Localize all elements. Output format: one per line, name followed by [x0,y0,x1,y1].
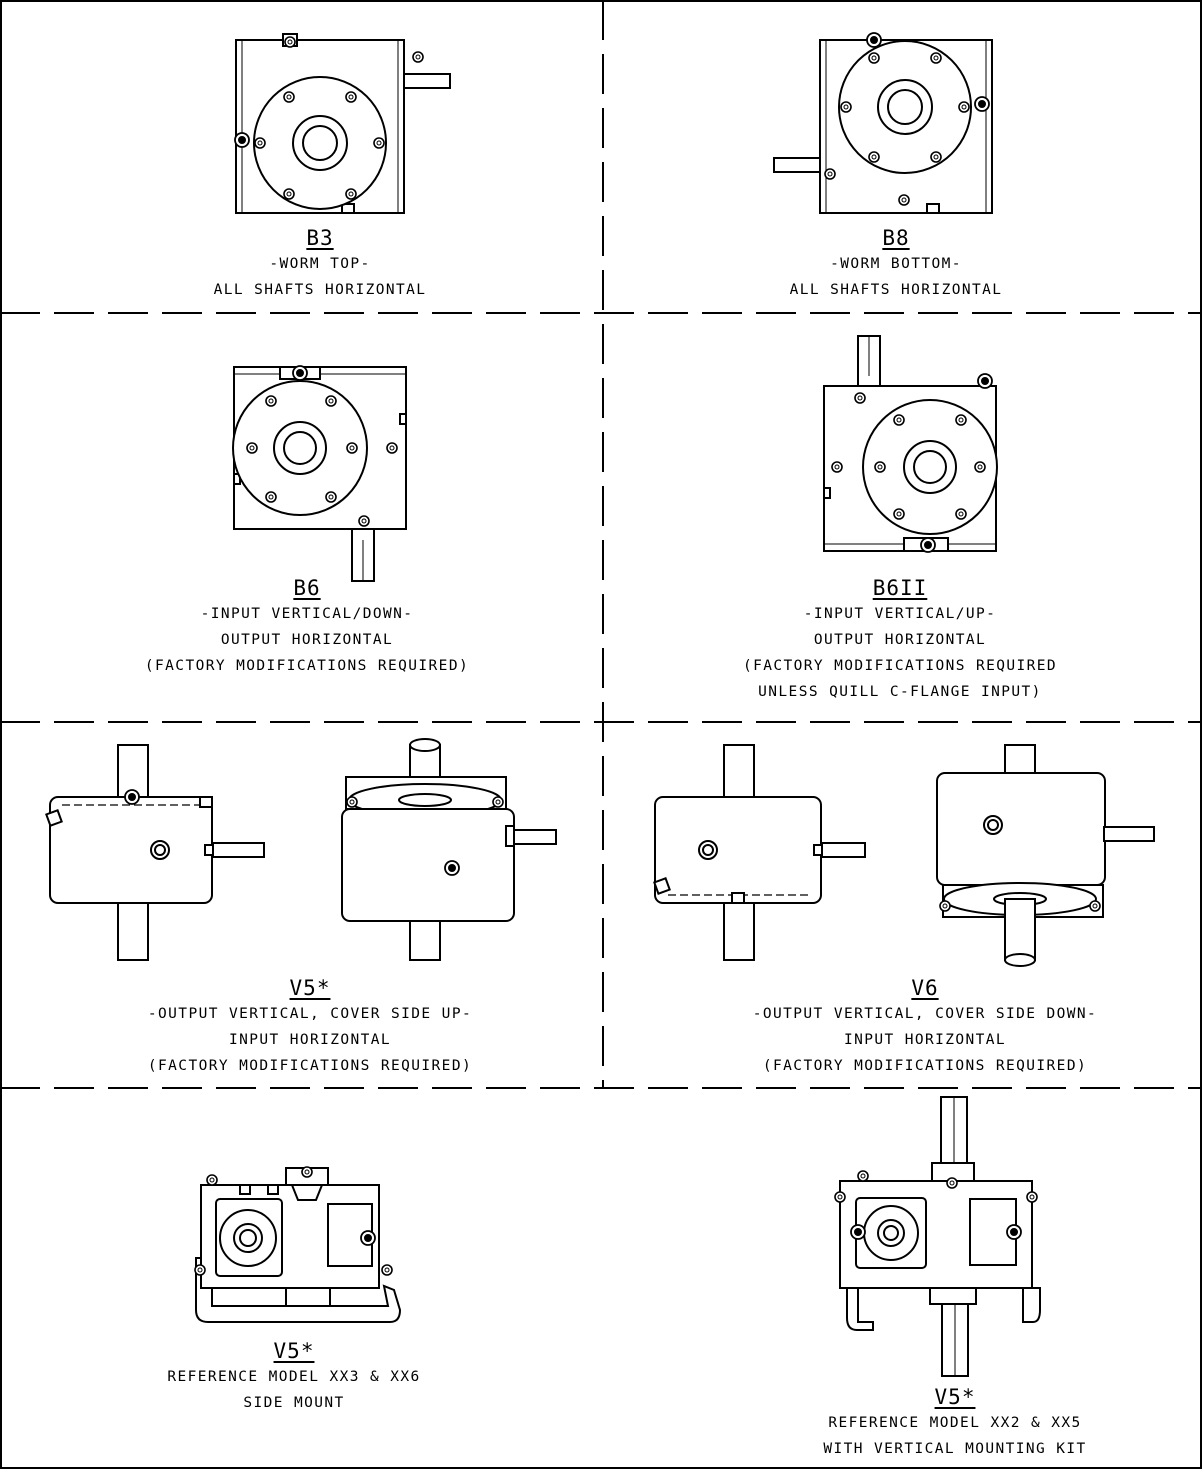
v6-line-3: (FACTORY MODIFICATIONS REQUIRED) [762,1058,1088,1074]
v5-kit-line-1: REFERENCE MODEL XX2 & XX5 [828,1415,1082,1431]
b6ii-gearbox-drawing [823,335,998,553]
b6ii-code: B6II [872,576,928,600]
v5-front-view-drawing [341,738,557,961]
v5-side-view-drawing [45,744,265,961]
b6-caption: B6 -INPUT VERTICAL/DOWN- OUTPUT HORIZONT… [107,575,507,679]
b3-caption: B3 -WORM TOP- ALL SHAFTS HORIZONTAL [170,225,470,303]
b6-line-1: -INPUT VERTICAL/DOWN- [200,606,414,622]
v6-front-view-drawing [936,744,1155,967]
v6-caption: V6 -OUTPUT VERTICAL, COVER SIDE DOWN- IN… [705,975,1145,1079]
b3-gearbox-drawing [234,33,451,214]
b6-gearbox-drawing [232,365,407,582]
v5-side-mount-code: V5* [273,1339,315,1363]
v5-side-mount-caption: V5* REFERENCE MODEL XX3 & XX6 SIDE MOUNT [144,1338,444,1416]
b6ii-line-2: OUTPUT HORIZONTAL [813,632,987,648]
b6ii-caption: B6II -INPUT VERTICAL/UP- OUTPUT HORIZONT… [700,575,1100,705]
v5-kit-code: V5* [934,1385,976,1409]
b6ii-line-4: UNLESS QUILL C-FLANGE INPUT) [758,684,1042,700]
v5-kit-caption: V5* REFERENCE MODEL XX2 & XX5 WITH VERTI… [795,1384,1115,1462]
v6-side-view-drawing [653,744,866,961]
v6-line-1: -OUTPUT VERTICAL, COVER SIDE DOWN- [752,1006,1098,1022]
b3-line-2: ALL SHAFTS HORIZONTAL [213,282,427,298]
v6-line-2: INPUT HORIZONTAL [843,1032,1007,1048]
v5-code: V5* [289,976,331,1000]
v6-code: V6 [911,976,939,1000]
v5-line-3: (FACTORY MODIFICATIONS REQUIRED) [147,1058,473,1074]
b8-code: B8 [882,226,910,250]
v5-line-2: INPUT HORIZONTAL [228,1032,392,1048]
v5-caption: V5* -OUTPUT VERTICAL, COVER SIDE UP- INP… [90,975,530,1079]
b6-code: B6 [293,576,321,600]
b6-line-2: OUTPUT HORIZONTAL [220,632,394,648]
b8-line-2: ALL SHAFTS HORIZONTAL [789,282,1003,298]
b6-line-3: (FACTORY MODIFICATIONS REQUIRED) [144,658,470,674]
v5-side-mount-line-2: SIDE MOUNT [243,1395,345,1411]
b6ii-line-3: (FACTORY MODIFICATIONS REQUIRED [742,658,1058,674]
b8-line-1: -WORM BOTTOM- [830,256,962,272]
v5-kit-line-2: WITH VERTICAL MOUNTING KIT [823,1441,1087,1457]
b6ii-line-1: -INPUT VERTICAL/UP- [803,606,997,622]
b8-caption: B8 -WORM BOTTOM- ALL SHAFTS HORIZONTAL [746,225,1046,303]
v5-line-1: -OUTPUT VERTICAL, COVER SIDE UP- [147,1006,473,1022]
v5-side-mount-line-1: REFERENCE MODEL XX3 & XX6 [167,1369,421,1385]
v5-vertical-kit-drawing [834,1096,1041,1377]
b3-code: B3 [306,226,334,250]
b3-line-1: -WORM TOP- [269,256,371,272]
b8-gearbox-drawing [773,32,993,214]
v5-side-mount-drawing [194,1166,402,1323]
